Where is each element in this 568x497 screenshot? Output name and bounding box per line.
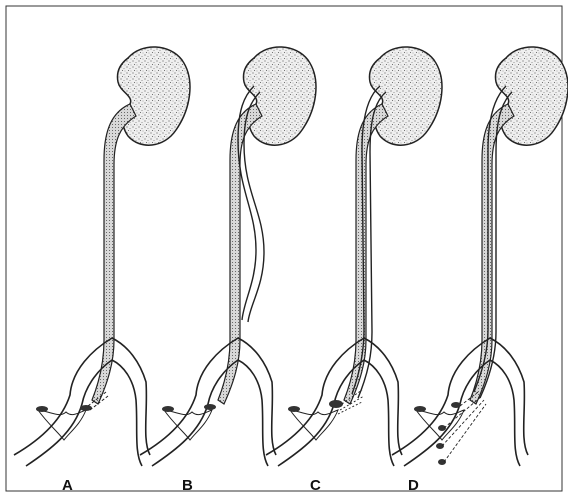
ectopic-orifice-d-2 [436, 443, 444, 449]
panel-label-d: D [408, 477, 419, 494]
orifice-left-b [162, 406, 174, 412]
ectopic-orifice-d-3 [438, 459, 446, 465]
ectopic-orifice-d-1 [438, 425, 446, 431]
orifice-left-d [414, 406, 426, 412]
panel-label-a: A [62, 477, 73, 494]
orifice-right-c [329, 400, 343, 408]
panel-label-b: B [182, 477, 193, 494]
orifice-right-b [204, 404, 216, 410]
orifice-left-a [36, 406, 48, 412]
orifice-left-c [288, 406, 300, 412]
orifice-right-d [451, 402, 461, 408]
panel-label-c: C [310, 477, 321, 494]
